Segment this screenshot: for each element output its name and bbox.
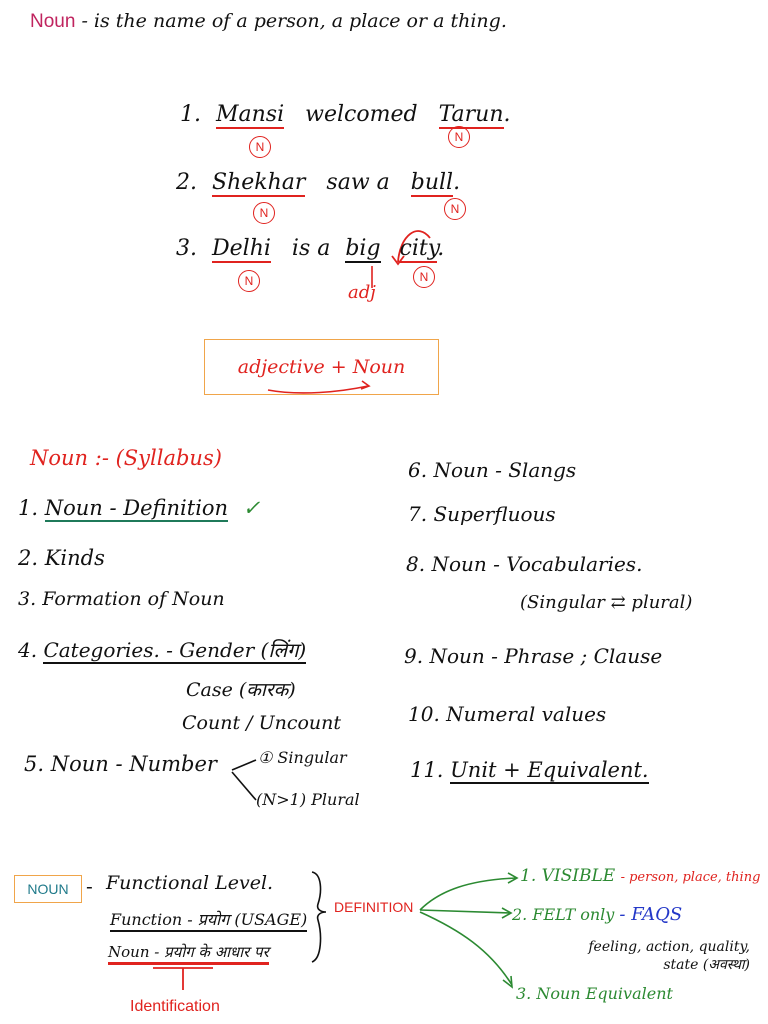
identification-label: Identification <box>130 998 220 1015</box>
example-end: . <box>503 102 511 127</box>
item-text: Kinds <box>44 546 105 570</box>
function-usage: Function - प्रयोग (USAGE) <box>110 908 308 932</box>
syllabus-item-7: 7. Superfluous <box>408 502 556 526</box>
item-number: 2. <box>18 546 39 570</box>
item-number: 10. <box>408 702 440 726</box>
noun-label: Noun <box>30 11 76 32</box>
syllabus-item-10: 10. Numeral values <box>408 702 606 726</box>
item-text: Unit + Equivalent. <box>450 758 649 784</box>
felt-examples: feeling, action, quality, state (अवस्था) <box>588 939 750 973</box>
example-end: . <box>453 170 461 195</box>
syllabus-item-8: 8. Noun - Vocabularies. <box>406 552 642 576</box>
syllabus-heading: Noun :- (Syllabus) <box>30 446 222 470</box>
item-number: 7. <box>408 502 428 526</box>
formula-box: adjective + Noun <box>204 339 439 395</box>
example-noun: Tarun <box>438 102 504 129</box>
definition-text: - is the name of a person, a place or a … <box>81 10 507 32</box>
syllabus-item-11: 11. Unit + Equivalent. <box>410 758 649 784</box>
noun-marker: N <box>448 126 470 148</box>
noun-marker: N <box>413 266 435 288</box>
item-text: Noun - Slangs <box>433 458 577 482</box>
item-text: Superfluous <box>433 502 556 526</box>
example-noun: city <box>399 236 438 263</box>
syllabus-sub-case: Case (कारक) <box>186 679 296 701</box>
example-noun: Mansi <box>216 102 285 129</box>
item-text: Noun - Number <box>50 752 217 776</box>
item-number: 1. <box>18 496 39 520</box>
example-1: 1. Mansi welcomed Tarun. <box>180 102 511 129</box>
formula-text: adjective + Noun <box>237 356 406 378</box>
branch-note: - person, place, thing <box>620 870 761 885</box>
item-number: 9. <box>404 644 424 668</box>
noun-marker: N <box>238 270 260 292</box>
item-text: Noun - Vocabularies. <box>431 552 643 576</box>
syllabus-item-2: 2. Kinds <box>18 546 105 570</box>
syllabus-item-1: 1. Noun - Definition ✓ <box>18 496 261 522</box>
plural-branch: (N>1) Plural <box>256 790 360 809</box>
example-text: saw a <box>326 170 390 195</box>
item-text: Categories. - Gender (लिंग) <box>43 638 307 664</box>
example-noun: Shekhar <box>212 170 306 197</box>
branch-visible: 1. VISIBLE - person, place, thing <box>520 866 760 886</box>
item-number: 3. <box>18 588 37 610</box>
check-icon: ✓ <box>242 496 261 520</box>
noun-usage-basis: Noun - प्रयोग के आधार पर <box>108 942 269 965</box>
branch-felt: 2. FELT only - FAQS <box>512 904 682 925</box>
item-text: Numeral values <box>446 702 607 726</box>
example-2: 2. Shekhar saw a bull. <box>176 170 461 197</box>
example-3: 3. Delhi is a big city. <box>176 236 445 263</box>
syllabus-item-4: 4. Categories. - Gender (लिंग) <box>18 636 307 664</box>
syllabus-item-9: 9. Noun - Phrase ; Clause <box>404 644 662 668</box>
item-number: 11. <box>410 758 444 782</box>
item-number: 4. <box>18 638 38 662</box>
noun-marker: N <box>253 202 275 224</box>
branch-noun-equivalent: 3. Noun Equivalent <box>516 984 673 1003</box>
example-end: . <box>437 236 445 261</box>
branch-label: 1. VISIBLE <box>520 866 616 886</box>
noun-marker: N <box>249 136 271 158</box>
item-text: Formation of Noun <box>42 588 225 610</box>
example-number: 3. <box>176 236 197 261</box>
example-number: 2. <box>176 170 197 195</box>
syllabus-sub-singular-plural: (Singular ⇄ plural) <box>520 592 693 613</box>
definition-line: Noun - is the name of a person, a place … <box>30 10 507 33</box>
syllabus-sub-count: Count / Uncount <box>182 712 342 734</box>
item-number: 5. <box>24 752 45 776</box>
branch-label: 2. FELT only <box>512 905 615 924</box>
branch-note: - FAQS <box>619 904 683 925</box>
example-text: is a <box>291 236 331 261</box>
adj-note: adj <box>348 282 376 303</box>
example-noun: bull <box>410 170 454 197</box>
item-text: Noun - Phrase ; Clause <box>429 644 663 668</box>
example-adjective: big <box>345 236 381 263</box>
item-text: Noun - Definition <box>44 496 229 522</box>
definition-label: DEFINITION <box>334 899 414 915</box>
item-number: 6. <box>408 458 428 482</box>
noun-marker: N <box>444 198 466 220</box>
singular-branch: ① Singular <box>258 748 347 767</box>
syllabus-item-6: 6. Noun - Slangs <box>408 458 576 482</box>
example-number: 1. <box>180 102 201 127</box>
noun-box: NOUN <box>14 875 82 903</box>
item-number: 8. <box>406 552 426 576</box>
functional-level: Functional Level. <box>106 872 274 894</box>
syllabus-item-5: 5. Noun - Number <box>24 752 217 776</box>
example-text: welcomed <box>305 102 418 127</box>
example-noun: Delhi <box>212 236 271 263</box>
syllabus-item-3: 3. Formation of Noun <box>18 588 225 610</box>
bottom-dash: - <box>86 874 93 898</box>
